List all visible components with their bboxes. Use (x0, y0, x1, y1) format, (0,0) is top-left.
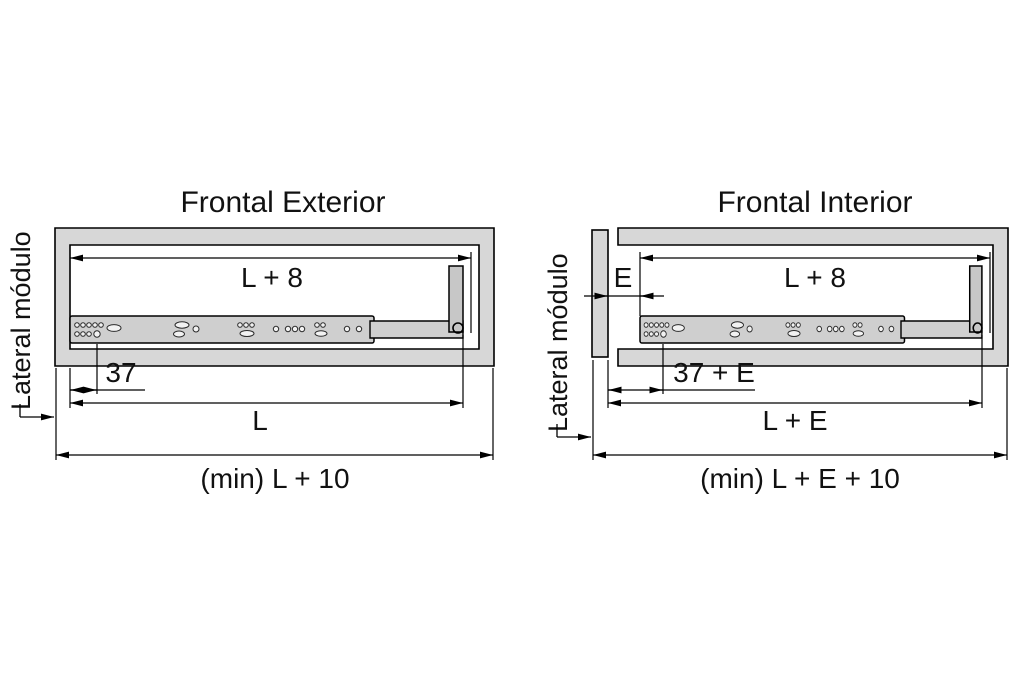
dimension-37: 37 (69, 344, 145, 408)
dimension-min-l-plus-10: (min) L + 10 (55, 368, 494, 494)
dimension-l-plus-8: L + 8 (639, 252, 991, 333)
dimension-37-plus-e: 37 + E (607, 344, 755, 408)
dimension-label: L + E (762, 405, 827, 436)
dimension-label: L + 8 (784, 262, 846, 293)
dimension-l: L (70, 335, 464, 436)
side-panel-callout: Lateral módulo (543, 253, 591, 441)
side-panel-label: Lateral módulo (6, 231, 36, 410)
side-panel-label: Lateral módulo (543, 253, 573, 432)
side-panel-callout: Lateral módulo (6, 231, 54, 421)
module-frame (617, 227, 1009, 367)
dimension-l-plus-8: L + 8 (70, 252, 472, 333)
dimension-label: L + 8 (241, 262, 303, 293)
diagram-frontal-exterior: Frontal Exterior L + 8 37 L (6, 186, 495, 494)
dimension-label: E (614, 262, 633, 293)
dimension-min-l-plus-e-plus-10: (min) L + E + 10 (592, 360, 1008, 494)
module-side-panel (591, 229, 609, 358)
dimension-label: L (252, 405, 268, 436)
diagram-title: Frontal Exterior (180, 186, 385, 219)
dimension-label: (min) L + 10 (200, 463, 349, 494)
dimension-label: 37 (105, 357, 136, 388)
dimension-l-plus-e: L + E (608, 335, 983, 436)
dimension-e: E (584, 262, 664, 300)
diagram-frontal-interior: Frontal Interior L + 8 E 37 + E (543, 186, 1009, 494)
dimension-label: 37 + E (673, 357, 755, 388)
diagram-title: Frontal Interior (717, 186, 912, 219)
dimension-label: (min) L + E + 10 (700, 463, 900, 494)
module-frame (54, 227, 495, 367)
